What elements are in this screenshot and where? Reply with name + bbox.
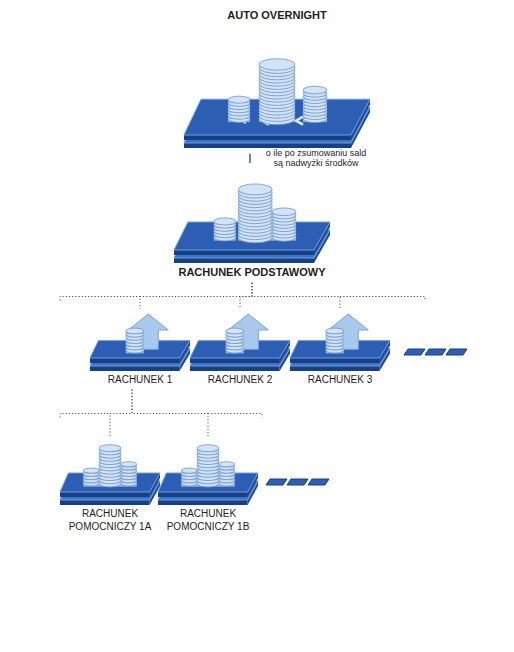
coin bbox=[126, 328, 144, 334]
platform-side bbox=[90, 366, 180, 371]
account-label: AUTO OVERNIGHT bbox=[184, 9, 370, 23]
account-node: AUTO OVERNIGHT bbox=[182, 9, 372, 151]
connector bbox=[240, 283, 252, 309]
chevron-mark bbox=[296, 116, 303, 124]
account-node: RACHUNEK 1 bbox=[88, 312, 192, 387]
platform-side bbox=[158, 500, 248, 505]
connector bbox=[140, 283, 252, 309]
platform-illustration bbox=[188, 312, 292, 374]
account-node: RACHUNEK POMOCNICZY 1A bbox=[58, 440, 162, 533]
account-node: RACHUNEK POMOCNICZY 1B bbox=[156, 440, 260, 533]
coin bbox=[272, 208, 296, 216]
account-label: RACHUNEK POMOCNICZY 1A bbox=[60, 508, 160, 533]
account-node: RACHUNEK 3 bbox=[288, 312, 392, 387]
coin bbox=[181, 468, 197, 473]
platform-illustration bbox=[288, 312, 392, 374]
connector bbox=[252, 283, 340, 309]
coin bbox=[238, 184, 272, 195]
platform-side bbox=[290, 366, 380, 371]
platform-side bbox=[60, 492, 150, 497]
account-label: RACHUNEK 1 bbox=[90, 374, 190, 387]
coin bbox=[214, 218, 236, 225]
account-node: RACHUNEK 2 bbox=[188, 312, 292, 387]
platform-side bbox=[174, 250, 314, 255]
platform-side bbox=[60, 500, 150, 505]
coin bbox=[326, 328, 344, 334]
coin bbox=[99, 445, 121, 452]
connector bbox=[132, 390, 208, 438]
account-label: RACHUNEK PODSTAWOWY bbox=[174, 266, 330, 280]
platform-illustration bbox=[156, 440, 260, 508]
bracket-line bbox=[60, 414, 262, 418]
coin bbox=[121, 462, 137, 467]
platform-illustration bbox=[88, 312, 192, 374]
coin bbox=[83, 468, 99, 473]
account-node: RACHUNEK PODSTAWOWY bbox=[172, 166, 332, 280]
account-label: RACHUNEK POMOCNICZY 1B bbox=[158, 508, 258, 533]
coin bbox=[226, 328, 244, 334]
account-label: RACHUNEK 3 bbox=[290, 374, 390, 387]
tile-row bbox=[266, 349, 467, 485]
platform-side bbox=[190, 366, 280, 371]
connector bbox=[110, 390, 132, 438]
platform-side bbox=[190, 358, 280, 363]
coin bbox=[219, 462, 235, 467]
account-label: RACHUNEK 2 bbox=[190, 374, 290, 387]
condition-note: o ile po zsumowaniu sald są nadwyżki śro… bbox=[258, 148, 374, 170]
platform-side bbox=[290, 358, 380, 363]
platform-illustration bbox=[172, 166, 332, 266]
coin bbox=[303, 86, 327, 94]
platform-illustration bbox=[58, 440, 162, 508]
platform-side bbox=[90, 358, 180, 363]
platform-side bbox=[158, 492, 248, 497]
platform-side bbox=[174, 258, 314, 263]
platform-illustration bbox=[182, 23, 372, 151]
connector bbox=[249, 154, 251, 163]
coin bbox=[228, 96, 250, 103]
coin bbox=[197, 445, 219, 452]
platform-side bbox=[184, 135, 351, 140]
coin bbox=[259, 58, 295, 70]
bracket-line bbox=[60, 297, 425, 301]
